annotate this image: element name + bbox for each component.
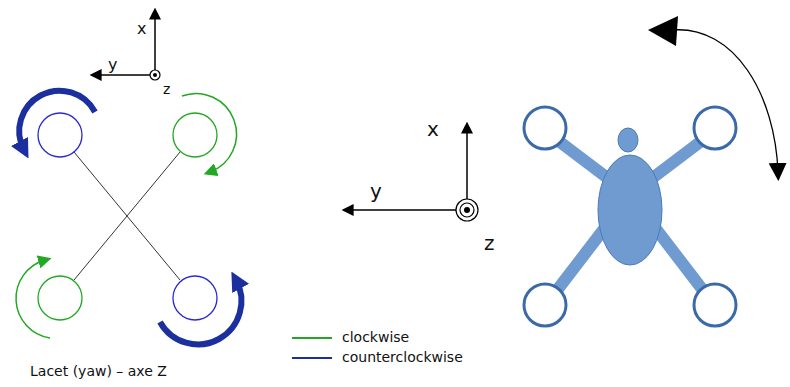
quadcopter-drawing [524, 107, 736, 326]
axis-label: z [484, 232, 495, 254]
legend-text: counterclockwise [342, 350, 463, 365]
rotation-arrowhead [648, 16, 678, 46]
rotor-scheme [16, 91, 241, 345]
legend-text: clockwise [342, 330, 409, 345]
axis-triad-small [92, 10, 160, 80]
axis-label: x [427, 118, 439, 140]
caption-label: Lacet (yaw) – axe Z [30, 364, 167, 379]
legend-sample [292, 337, 332, 339]
axis-label: z [163, 82, 170, 97]
axis-label: y [108, 56, 117, 74]
axis-label: y [370, 180, 382, 202]
legend-sample [292, 357, 332, 359]
axis-label: x [137, 20, 146, 38]
axis-triad [344, 124, 478, 221]
rotation-arrow [672, 30, 778, 172]
